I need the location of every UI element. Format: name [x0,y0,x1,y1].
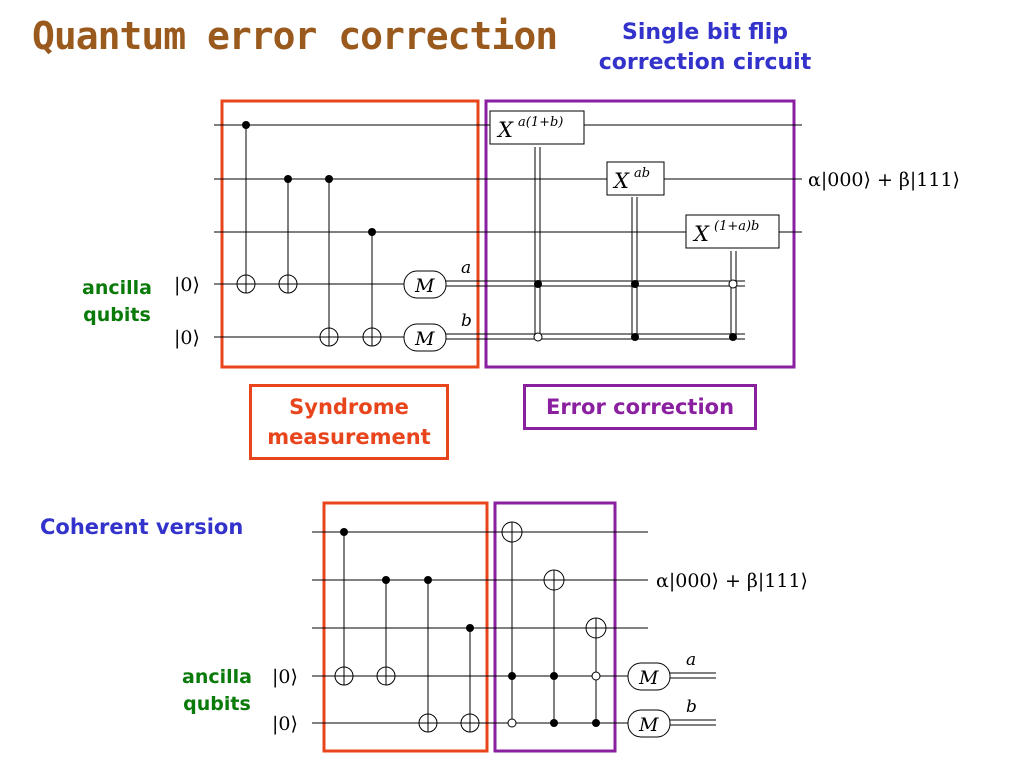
ancilla-label-top-line1: ancilla [82,277,152,299]
top-ket-zero-b: |0⟩ [174,327,200,349]
top-open-control-b [533,332,543,342]
bottom-ket-zero-a: |0⟩ [272,666,298,688]
circuit-heading-line2: correction circuit [598,50,812,75]
top-meter-a [403,270,447,299]
gate-x-1-exponent: a(1+b) [518,115,563,130]
bottom-outcome-a: a [686,650,696,670]
bottom-meter-a-label: M [638,667,659,689]
syndrome-measurement-label: Syndrome measurement [249,384,449,460]
bottom-output-state: α|000⟩ + β|111⟩ [656,570,808,592]
top-meter-a-label: M [414,275,435,297]
top-classical-wires [446,147,745,340]
bottom-outcome-b: b [686,697,697,717]
top-meter-b [403,323,447,352]
top-control-dots [242,121,737,341]
slide-title: Quantum error correction [32,14,558,58]
ancilla-label-top: ancilla qubits [72,275,162,329]
coherent-heading: Coherent version [40,515,244,539]
syndrome-box-top [220,99,480,369]
gate-x-2-exponent: ab [634,166,650,181]
ancilla-label-bottom-line1: ancilla [182,666,252,688]
top-meter-b-label: M [414,328,435,350]
top-ket-zero-a: |0⟩ [174,274,200,296]
bottom-meter-b [627,709,671,738]
bottom-ket-zero-b: |0⟩ [272,713,298,735]
gate-x-3-exponent: (1+a)b [714,219,759,234]
syndrome-label-line2: measurement [267,425,431,449]
correction-box-top [484,99,796,369]
top-outcome-a: a [461,258,471,278]
bottom-open-control-b [507,718,517,728]
top-cnot-lines [245,125,373,337]
circuit-heading: Single bit flip correction circuit [560,18,850,78]
bottom-meter-a [627,662,671,691]
bottom-cnot-targets [334,521,607,733]
ancilla-label-top-line2: qubits [83,304,151,326]
syndrome-label-line1: Syndrome [289,395,409,419]
ancilla-label-bottom: ancilla qubits [172,664,262,718]
gate-x-3: X [692,222,710,246]
gate-x-1: X [496,118,514,142]
ancilla-label-bottom-line2: qubits [183,693,251,715]
top-open-control-a [728,279,738,289]
bottom-control-dots [340,528,600,727]
correction-box-bottom [493,501,617,753]
circuit-heading-line1: Single bit flip [622,20,788,45]
syndrome-box-bottom [322,501,489,753]
gate-x-2: X [612,169,630,193]
bottom-meter-b-label: M [638,714,659,736]
top-correction-gates [489,110,780,249]
top-cnot-targets [236,274,382,347]
top-output-state: α|000⟩ + β|111⟩ [808,169,960,191]
error-correction-label: Error correction [523,384,757,430]
bottom-open-control-a [591,671,601,681]
top-outcome-b: b [461,311,472,331]
bottom-wires [312,531,716,726]
